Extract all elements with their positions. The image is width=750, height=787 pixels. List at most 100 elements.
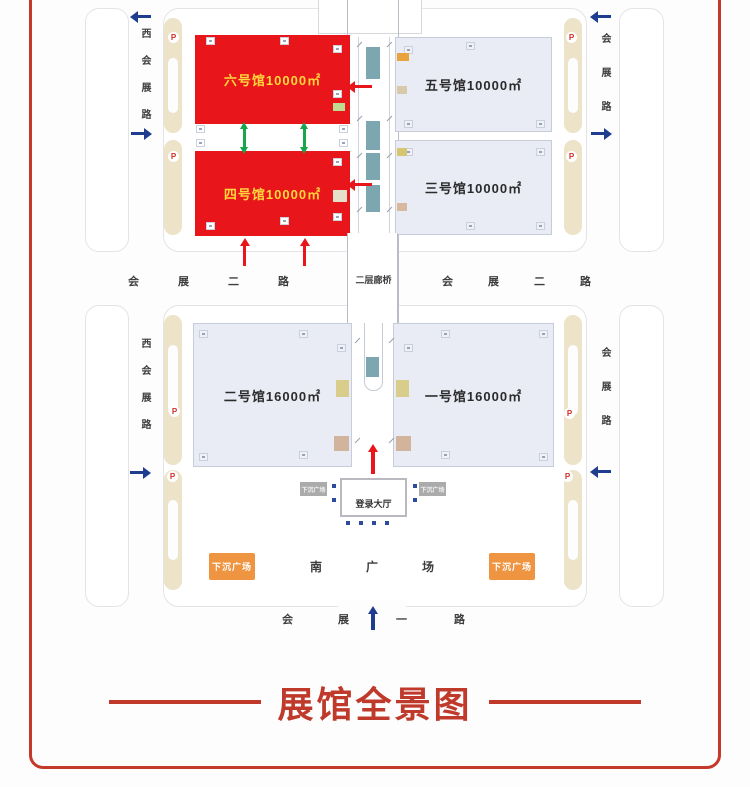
title-divider-right [488,700,641,704]
door-icon [199,330,208,338]
corridor-line [389,37,390,233]
parking-strip [164,140,182,235]
door-icon [536,148,545,156]
bridge-label: 二层廊桥 [355,275,392,285]
door-icon [196,139,205,147]
parking-walk [168,58,178,113]
road-label-east-upper: 会展路 [599,33,610,135]
hall-6-label: 六号馆10000㎡ [223,73,322,88]
gate-marker-icon [336,380,349,397]
door-icon [441,330,450,338]
door-icon [466,42,475,50]
parking-strip [164,18,182,133]
door-icon [333,45,342,53]
parking-strip [564,470,582,590]
door-icon [337,344,346,352]
north-entrance-box [318,0,422,34]
road-label-middle-left: 会展二路 [128,276,328,288]
door-icon [206,222,215,230]
escalator-icon [366,185,380,212]
title-row: 展馆全景图 [0,676,750,728]
door-icon [536,222,545,230]
arrow-left-icon [590,10,611,23]
escalator-icon [366,153,380,180]
dot-icon [332,484,336,488]
door-icon [404,120,413,128]
dot-icon [372,521,376,525]
hall-3: 三号馆10000㎡ [395,140,552,235]
door-icon [206,37,215,45]
parking-walk [168,500,178,560]
door-icon [539,453,548,461]
arrow-left-icon [347,80,372,93]
arrow-right-icon [130,466,151,479]
parking-walk [568,345,578,415]
block-east-lower [619,305,664,607]
door-icon [404,344,413,352]
block-west-lower [85,305,129,607]
arrow-up-icon [367,606,377,630]
door-icon [539,330,548,338]
parking-icon: P [168,151,179,162]
parking-walk [568,500,578,560]
south-plaza-label: 南广场 [310,560,479,574]
escalator-icon [366,357,379,377]
arrow-up-icon [299,238,310,266]
door-icon [333,90,342,98]
page-title: 展馆全景图 [277,684,473,725]
door-icon [536,120,545,128]
road-label-west-upper: 西会展路 [139,28,150,136]
arrow-up-icon [367,444,378,474]
parking-strip [564,140,582,235]
road-label-bottom-right: 一路 [396,614,512,626]
parking-icon: P [564,408,575,419]
parking-icon: P [169,406,180,417]
hall-corridor [195,124,350,151]
arrow-left-icon [347,178,372,191]
block-east-upper [619,8,664,252]
arrow-right-icon [131,127,152,140]
parking-icon: P [562,471,573,482]
escalator-icon [366,47,380,79]
parking-walk [168,345,178,415]
gate-marker-icon [397,53,409,61]
door-icon [466,222,475,230]
road-label-bottom-left: 会展 [282,614,394,626]
door-icon [339,139,348,147]
door-icon [299,330,308,338]
sunken-plaza-tag: 下沉广场 [300,482,327,496]
sunken-plaza-tag: 下沉广场 [419,482,446,496]
hall-5: 五号馆10000㎡ [395,37,552,132]
door-icon [280,217,289,225]
parking-strip [164,315,182,465]
parking-strip [164,470,182,590]
lobby-box: 登录大厅 [340,478,407,517]
arrow-updown-icon [300,122,308,154]
dot-icon [413,498,417,502]
gate-marker-icon [334,436,349,451]
dot-icon [385,521,389,525]
block-west-upper [85,8,129,252]
dot-icon [346,521,350,525]
road-label-middle-right: 会展二路 [442,276,626,288]
arrow-left-icon [590,465,611,478]
parking-walk [568,58,578,113]
sunken-plaza-orange: 下沉广场 [209,553,255,580]
arrow-updown-icon [240,122,248,154]
dot-icon [332,498,336,502]
bridge-box: 二层廊桥 [347,233,398,323]
gate-marker-icon [333,103,345,111]
gate-marker-icon [397,203,407,211]
corridor-line [358,37,359,233]
hall-1: 一号馆16000㎡ [393,323,554,467]
door-icon [280,37,289,45]
road-label-east-lower: 会展路 [599,347,610,449]
gate-marker-icon [397,86,407,94]
hall-4-label: 四号馆10000㎡ [223,187,322,202]
arrow-up-icon [239,238,250,266]
dot-icon [359,521,363,525]
door-icon [199,453,208,461]
parking-icon: P [168,32,179,43]
parking-strip [564,315,582,465]
